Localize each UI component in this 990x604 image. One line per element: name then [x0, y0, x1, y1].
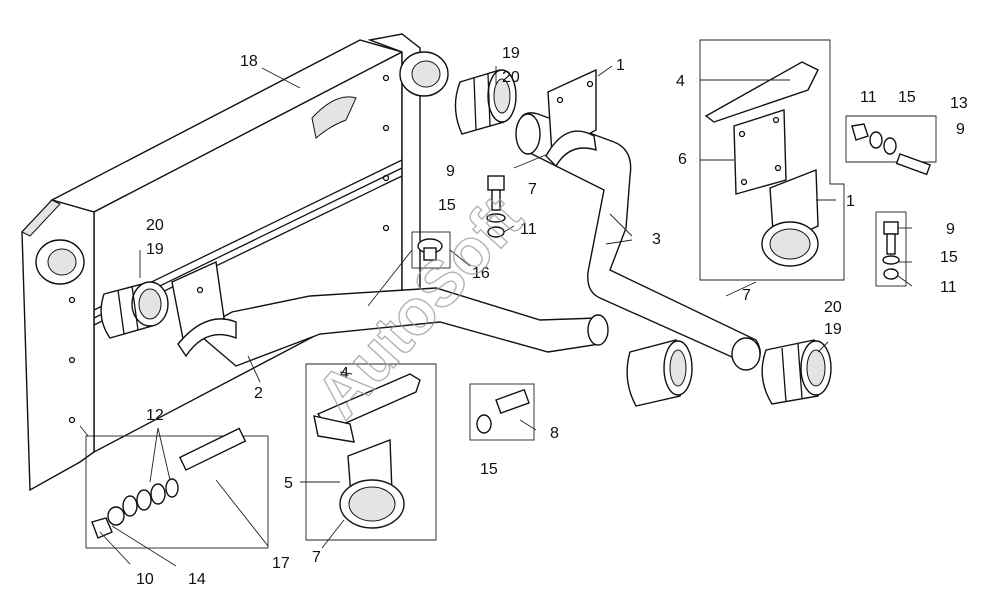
callout-19-left: 19 [146, 241, 164, 258]
callout-15-right: 15 [940, 249, 958, 266]
hose-left-on-cooler [100, 281, 169, 339]
callout-2: 2 [254, 385, 263, 402]
bolt-set-top-right [845, 115, 937, 176]
callout-12: 12 [146, 407, 164, 424]
callout-20-right: 20 [824, 299, 842, 316]
callout-15-bottom: 15 [480, 461, 498, 478]
intake-pipe-3 [515, 68, 761, 371]
leader-lines [79, 65, 913, 567]
callout-11-center: 11 [520, 221, 537, 238]
charge-air-cooler-core [21, 33, 449, 492]
callout-15-top: 15 [898, 89, 916, 106]
hose-right-loose [761, 339, 832, 405]
callout-7-center: 7 [528, 181, 537, 198]
callout-14: 14 [188, 571, 206, 588]
intake-pipe-2 [171, 260, 609, 367]
callout-4-top: 4 [676, 73, 685, 90]
callout-11-top: 11 [860, 89, 877, 106]
callout-7-bottom: 7 [312, 549, 321, 566]
callout-6: 6 [678, 151, 687, 168]
callout-18: 18 [240, 53, 258, 70]
callout-20-top: 20 [502, 69, 520, 86]
callout-3: 3 [652, 231, 661, 248]
bolt-set-right [875, 211, 907, 287]
callout-1-right: 1 [846, 193, 855, 210]
callout-19-right: 19 [824, 321, 842, 338]
callout-10: 10 [136, 571, 154, 588]
callout-4-bottom: 4 [340, 365, 349, 382]
callout-13: 13 [950, 95, 968, 112]
callout-8: 8 [550, 425, 559, 442]
callout-15-center: 15 [438, 197, 456, 214]
hose-top-right [454, 69, 517, 135]
callout-labels: 18 19 20 1 4 11 15 13 9 6 1 9 15 11 7 9 … [136, 45, 968, 588]
callout-9-top: 9 [956, 121, 965, 138]
callout-5: 5 [284, 475, 293, 492]
callout-9-right: 9 [946, 221, 955, 238]
fastener-group-box [85, 427, 269, 549]
callout-19-top: 19 [502, 45, 520, 62]
callout-20-left: 20 [146, 217, 164, 234]
bolt-set-center [486, 175, 506, 238]
hose-middle-loose [626, 339, 693, 407]
callout-11-right: 11 [940, 279, 957, 296]
union-fitting-box [469, 383, 535, 441]
callout-16: 16 [472, 265, 490, 282]
callout-7-right: 7 [742, 287, 751, 304]
callout-9-center: 9 [446, 163, 455, 180]
bracket-group-box [699, 39, 845, 281]
callout-1-top: 1 [616, 57, 625, 74]
clamp-group-box [305, 363, 437, 541]
callout-17: 17 [272, 555, 290, 572]
